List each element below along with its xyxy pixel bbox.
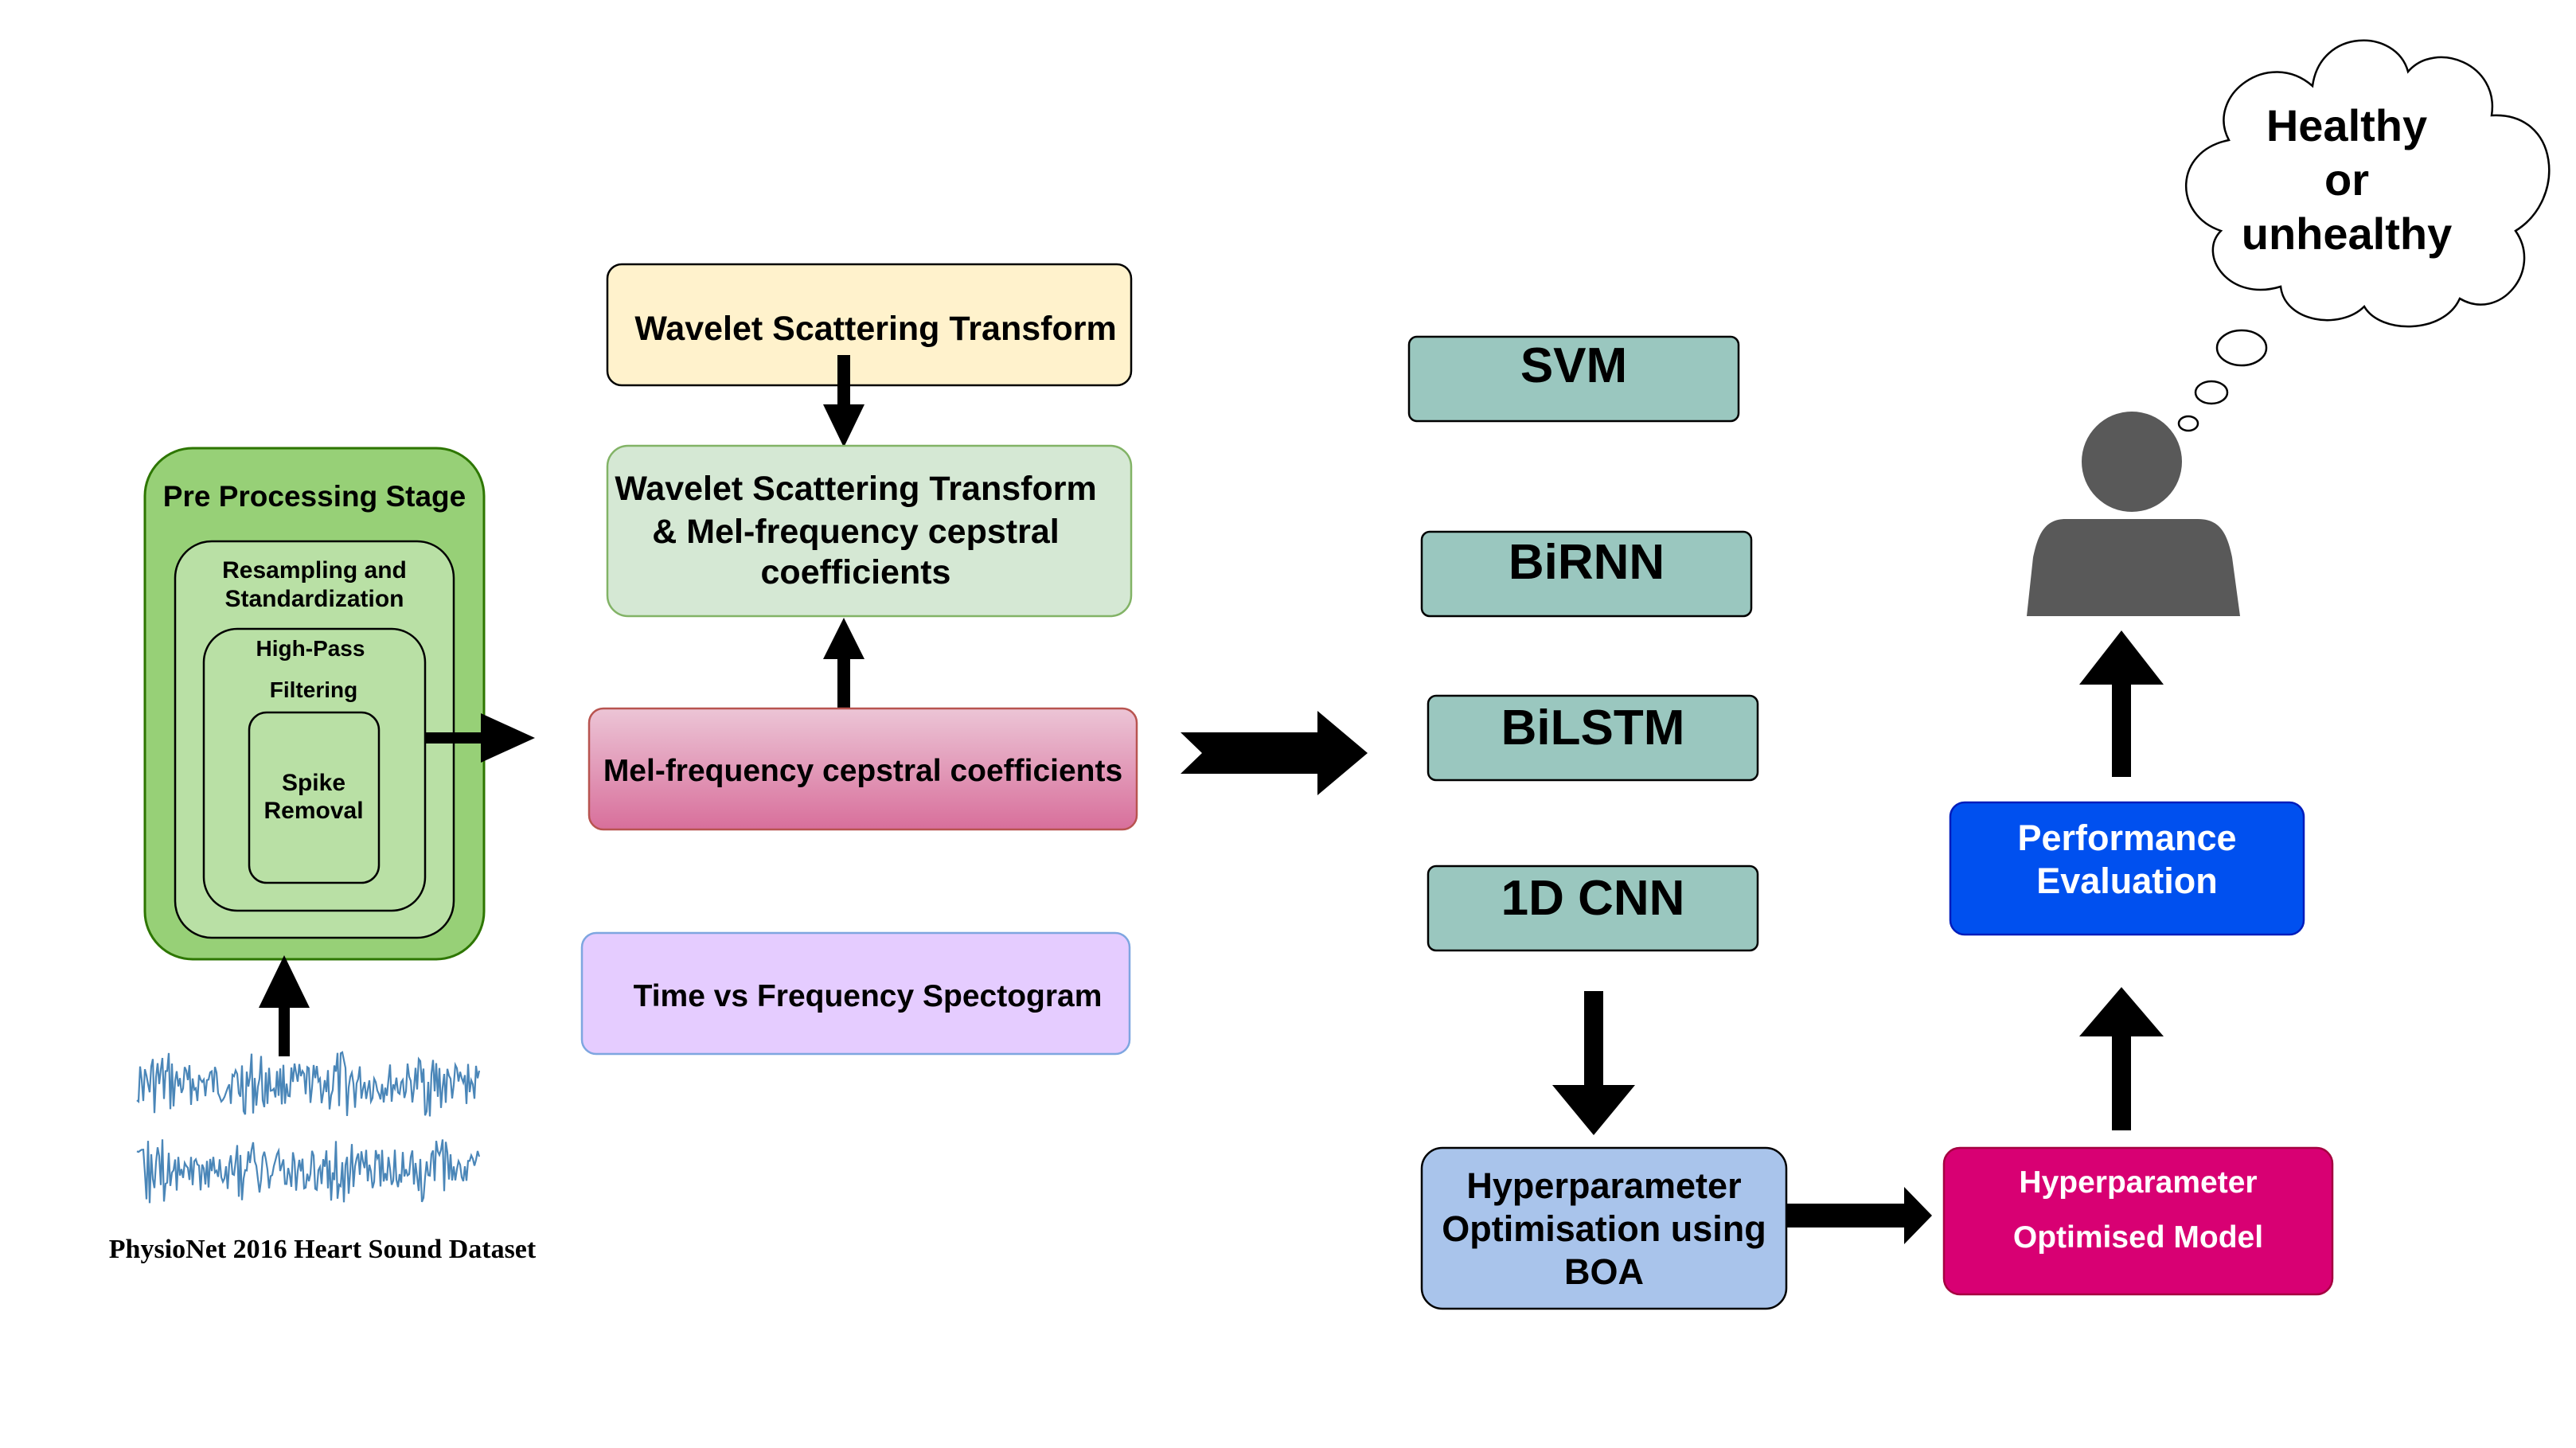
preprocessing-stage: Pre Processing Stage Resampling and Stan…: [143, 447, 486, 961]
arrow-preprocess-to-features: [425, 713, 535, 763]
mfcc-box: Mel-frequency cepstral coefficients: [587, 707, 1138, 831]
evaluation-label-1: Performance: [2017, 818, 2236, 858]
arrow-evaluation-to-person: [2079, 630, 2164, 777]
spike-label-1: Spike: [282, 770, 345, 796]
combined-label-1: Wavelet Scattering Transform: [615, 470, 1096, 508]
spectrogram-box: Time vs Frequency Spectogram: [580, 931, 1131, 1056]
model-bilstm-label: BiLSTM: [1501, 701, 1685, 755]
heart-sound-signal-1: [136, 1051, 481, 1117]
heart-sound-signals: [136, 1051, 481, 1204]
evaluation-label-2: Evaluation: [2036, 861, 2218, 901]
boa-label-1: Hyperparameter: [1466, 1165, 1741, 1206]
arrow-mfcc-to-combined: [823, 618, 865, 715]
preprocessing-title: Pre Processing Stage: [163, 480, 466, 513]
highpass-label-2: Filtering: [270, 677, 357, 702]
model-bilstm: BiLSTM: [1427, 694, 1759, 782]
optimised-label-1: Hyperparameter: [2019, 1165, 2257, 1200]
thought-bubble-icon: [2177, 39, 2551, 432]
model-cnn-label: 1D CNN: [1501, 871, 1685, 926]
resampling-label-1: Resampling and: [222, 557, 407, 583]
wst-label: Wavelet Scattering Transform: [634, 310, 1116, 348]
arrow-features-to-models: [1181, 711, 1368, 795]
spectrogram-label: Time vs Frequency Spectogram: [634, 979, 1103, 1013]
boa-label-2: Optimisation using: [1442, 1208, 1766, 1249]
evaluation-box: Performance Evaluation: [1949, 801, 2305, 936]
outcome-label-3: unhealthy: [2242, 209, 2452, 259]
person-icon: [2027, 412, 2240, 616]
heart-sound-signal-2: [136, 1139, 481, 1204]
arrow-optimised-to-evaluation: [2079, 987, 2164, 1130]
wst-box: Wavelet Scattering Transform: [606, 263, 1133, 387]
optimised-model-box: Hyperparameter Optimised Model: [1942, 1146, 2334, 1296]
optimised-label-2: Optimised Model: [2013, 1220, 2263, 1255]
arrow-boa-to-optimised: [1787, 1187, 1932, 1244]
arrow-models-to-boa: [1552, 991, 1635, 1135]
mfcc-label: Mel-frequency cepstral coefficients: [603, 754, 1122, 788]
model-birnn: BiRNN: [1420, 530, 1753, 618]
combined-features-box: Wavelet Scattering Transform & Mel-frequ…: [606, 444, 1133, 618]
spike-removal-box: [248, 711, 381, 884]
model-svm: SVM: [1407, 335, 1740, 423]
outcome-label-1: Healthy: [2266, 100, 2427, 150]
resampling-label-2: Standardization: [224, 586, 404, 612]
combined-label-2: & Mel-frequency cepstral: [652, 513, 1059, 551]
model-svm-label: SVM: [1520, 338, 1627, 393]
outcome-label-2: or: [2324, 154, 2369, 205]
model-1d-cnn: 1D CNN: [1427, 865, 1759, 952]
boa-label-3: BOA: [1564, 1251, 1644, 1292]
model-birnn-label: BiRNN: [1509, 535, 1665, 590]
highpass-label-1: High-Pass: [256, 636, 365, 661]
arrow-wst-to-combined: [823, 355, 865, 447]
boa-box: Hyperparameter Optimisation using BOA: [1420, 1146, 1788, 1310]
arrow-signal-to-preprocess: [259, 955, 310, 1056]
dataset-caption: PhysioNet 2016 Heart Sound Dataset: [109, 1235, 537, 1264]
spike-label-2: Removal: [263, 798, 363, 824]
combined-label-3: coefficients: [761, 553, 951, 591]
